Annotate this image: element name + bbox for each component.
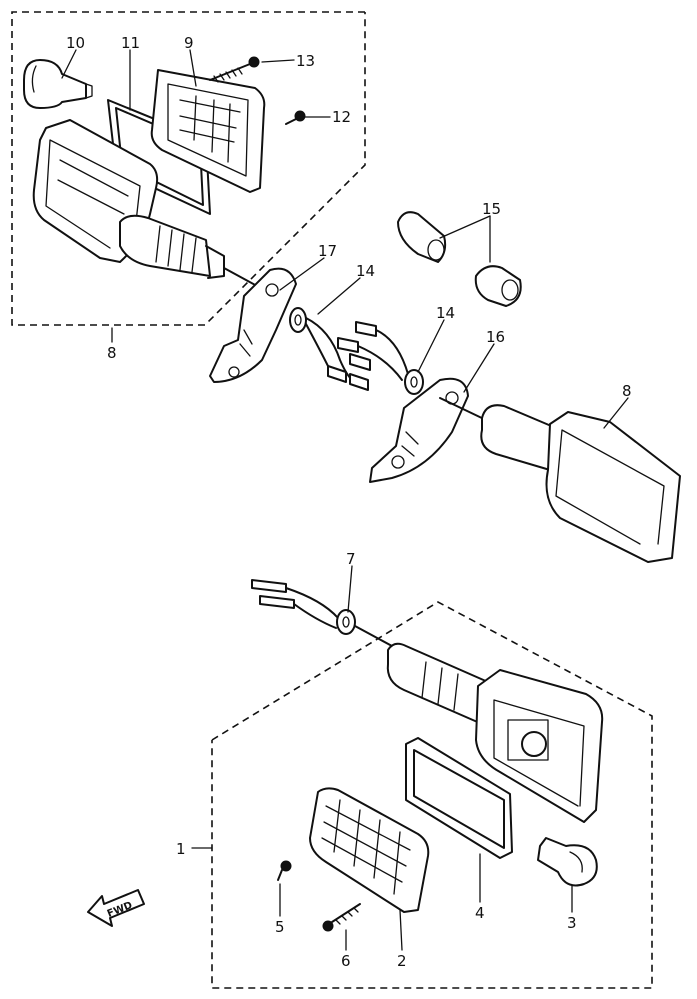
signal-stem-line: [354, 625, 393, 647]
bulb-icon: [23, 59, 93, 109]
wire-connector-icon: [337, 321, 409, 381]
grommet-icon: [336, 609, 356, 635]
callout-2: 2: [397, 952, 407, 970]
callout-15: 15: [482, 200, 501, 218]
screw-icon: [322, 903, 361, 932]
callout-11: 11: [121, 34, 140, 52]
leader-lines: [61, 49, 629, 951]
callout-16: 16: [486, 328, 505, 346]
callout-8-right: 8: [622, 382, 632, 400]
bulb-icon: [537, 837, 598, 887]
screw-icon: [209, 56, 260, 83]
lens-icon: [150, 69, 266, 193]
callout-1: 1: [176, 840, 186, 858]
callout-5: 5: [275, 918, 285, 936]
mounting-bracket-icon: [209, 267, 297, 383]
grommet-icon: [289, 307, 307, 333]
assembly-8-boundary: [11, 11, 366, 326]
callout-7: 7: [346, 550, 356, 568]
callout-4: 4: [475, 904, 485, 922]
screw-icon: [285, 110, 306, 125]
grommet-icon: [404, 369, 424, 395]
wire-harness-icon: [305, 317, 369, 391]
callout-8-upper: 8: [107, 344, 117, 362]
mounting-bracket-icon: [369, 377, 469, 483]
forward-arrow-icon: FWD: [87, 889, 145, 927]
assembly-1-boundary: [211, 601, 653, 989]
callout-9: 9: [184, 34, 194, 52]
turn-signal-housing-icon: [439, 397, 681, 563]
gasket-icon: [405, 737, 513, 859]
callout-3: 3: [567, 914, 577, 932]
callout-6: 6: [341, 952, 351, 970]
screw-icon: [277, 860, 292, 881]
callout-13: 13: [296, 52, 315, 70]
callout-17: 17: [318, 242, 337, 260]
callout-12: 12: [332, 108, 351, 126]
callout-14-right: 14: [436, 304, 455, 322]
turn-signal-housing-icon: [32, 119, 269, 293]
lens-icon: [309, 787, 430, 913]
turn-signal-housing-icon: [386, 642, 604, 823]
callout-10: 10: [66, 34, 85, 52]
callout-14-left: 14: [356, 262, 375, 280]
rubber-cap-icon: [397, 211, 522, 307]
wire-connector-icon: [251, 579, 339, 629]
